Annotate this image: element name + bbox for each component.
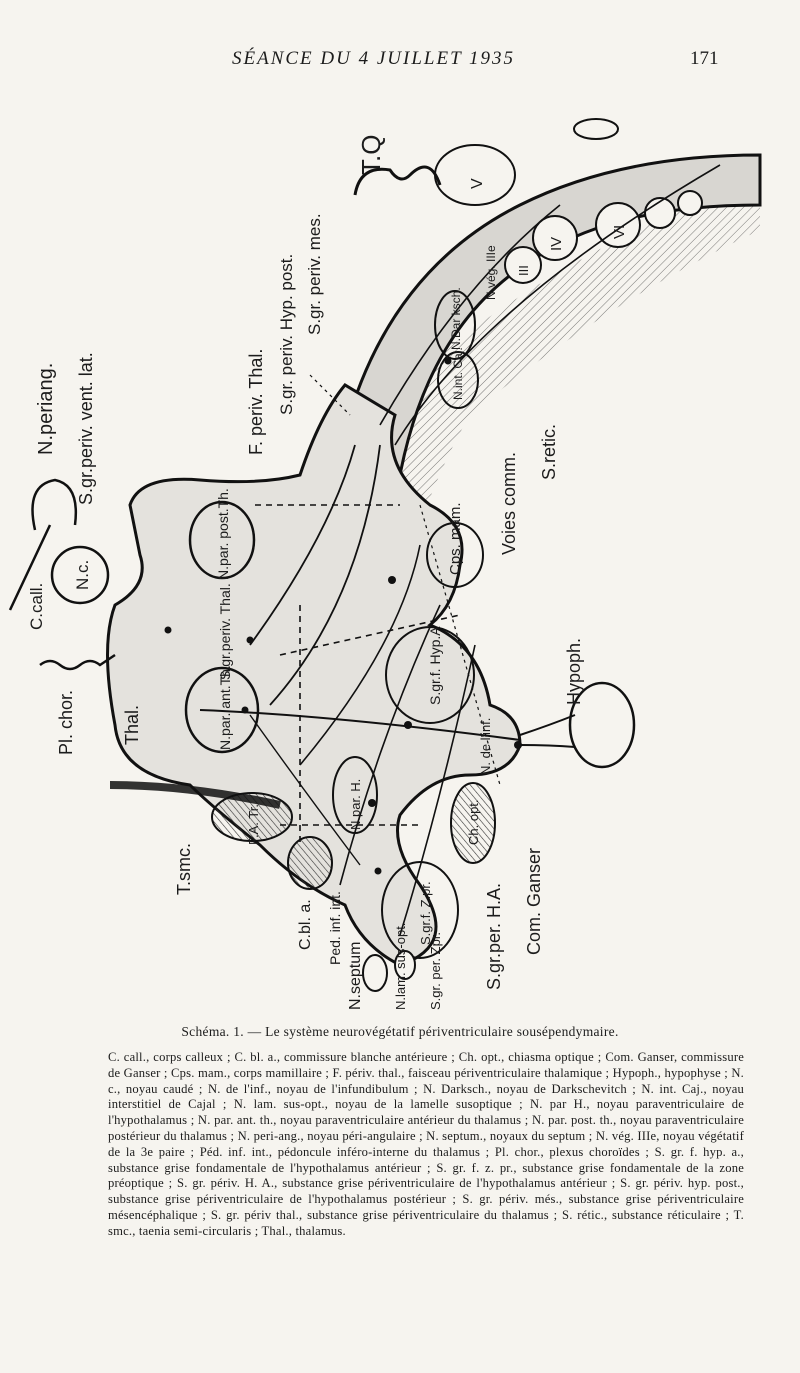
n-periang-loop [33, 480, 76, 530]
label-n-par-post-th: N.par. post.Th. [215, 488, 231, 580]
label-n-lam-sus-opt: N.lam. sus-opt. [393, 923, 408, 1010]
pl-chor-squiggle [40, 655, 115, 669]
label-n-dark: N.Dar ksch. [449, 287, 463, 350]
label-t-smc: T.smc. [174, 843, 194, 895]
label-ch-opt: Ch. opt. [466, 799, 481, 845]
label-cps-mam: Cps. mam. [447, 502, 464, 575]
label-iv: IV [548, 237, 565, 251]
label-pl-chor: Pl. chor. [56, 690, 76, 755]
label-tq: T.Q [356, 135, 386, 175]
label-ped-inf-int: Ped. inf. int. [327, 891, 343, 965]
label-s-gr-f-hyp-a: S.gr.f. Hyp.A [427, 626, 443, 705]
label-s-gr-f-z-pr: S.gr.f. Z.pr. [418, 881, 433, 945]
label-voies-comm: Voies comm. [499, 452, 519, 555]
label-n-veg-iii: N.vég. IIIe [484, 245, 498, 300]
label-n-par-h: N.par. H. [348, 779, 363, 830]
label-n-septum: N.septum [347, 942, 364, 1010]
label-hypoph: Hypoph. [564, 638, 584, 705]
nerve-v [435, 145, 515, 205]
schema-figure: T.Q N.periang. S.gr.periv. vent. lat. F.… [0, 85, 800, 1015]
nerve-small-2 [678, 191, 702, 215]
label-n-par-ant-th: N.par. ant.Th. [217, 665, 233, 750]
nerve-iii [505, 247, 541, 283]
label-s-gr-periv-mes: S.gr. periv. mes. [305, 213, 324, 335]
page-header: SÉANCE DU 4 JUILLET 1935 171 [0, 48, 800, 72]
label-s-retic: S.retic. [539, 424, 559, 480]
figure-caption: Schéma. 1. — Le système neurovégétatif p… [0, 1024, 800, 1040]
figure-legend: C. call., corps calleux ; C. bl. a., com… [108, 1050, 744, 1240]
nerve-small-1 [645, 198, 675, 228]
label-c-call: C.call. [27, 583, 46, 630]
septum-node [363, 955, 387, 991]
label-c-bl-a: C.bl. a. [297, 899, 314, 950]
label-n-periang: N.periang. [35, 363, 57, 455]
label-n-c: N.c. [73, 560, 92, 590]
label-f-periv-thal: F. periv. Thal. [246, 349, 266, 455]
label-vi: VI [611, 225, 628, 239]
label-thal: Thal. [122, 705, 142, 745]
label-iii: III [516, 265, 531, 276]
nerve-top [574, 119, 618, 139]
label-v: V [469, 178, 486, 189]
label-p-a-tr: P.A. Tr. [246, 804, 261, 845]
neurovegetative-schema: T.Q N.periang. S.gr.periv. vent. lat. F.… [0, 85, 800, 1015]
label-s-gr-periv-vent-lat: S.gr.periv. vent. lat. [76, 352, 96, 505]
label-n-int-caj: N.int. Caj. [451, 347, 465, 400]
label-n-de-l-inf: N. de l'inf. [478, 718, 493, 775]
page-number: 171 [690, 48, 719, 70]
label-com-ganser: Com. Ganser [524, 848, 544, 955]
running-title: SÉANCE DU 4 JUILLET 1935 [232, 48, 515, 70]
label-s-gr-periv-hyp-post: S.gr. periv. Hyp. post. [277, 254, 296, 415]
structure-c-bl-a [288, 837, 332, 889]
label-s-gr-per-h-a: S.gr.per. H.A. [484, 883, 504, 990]
